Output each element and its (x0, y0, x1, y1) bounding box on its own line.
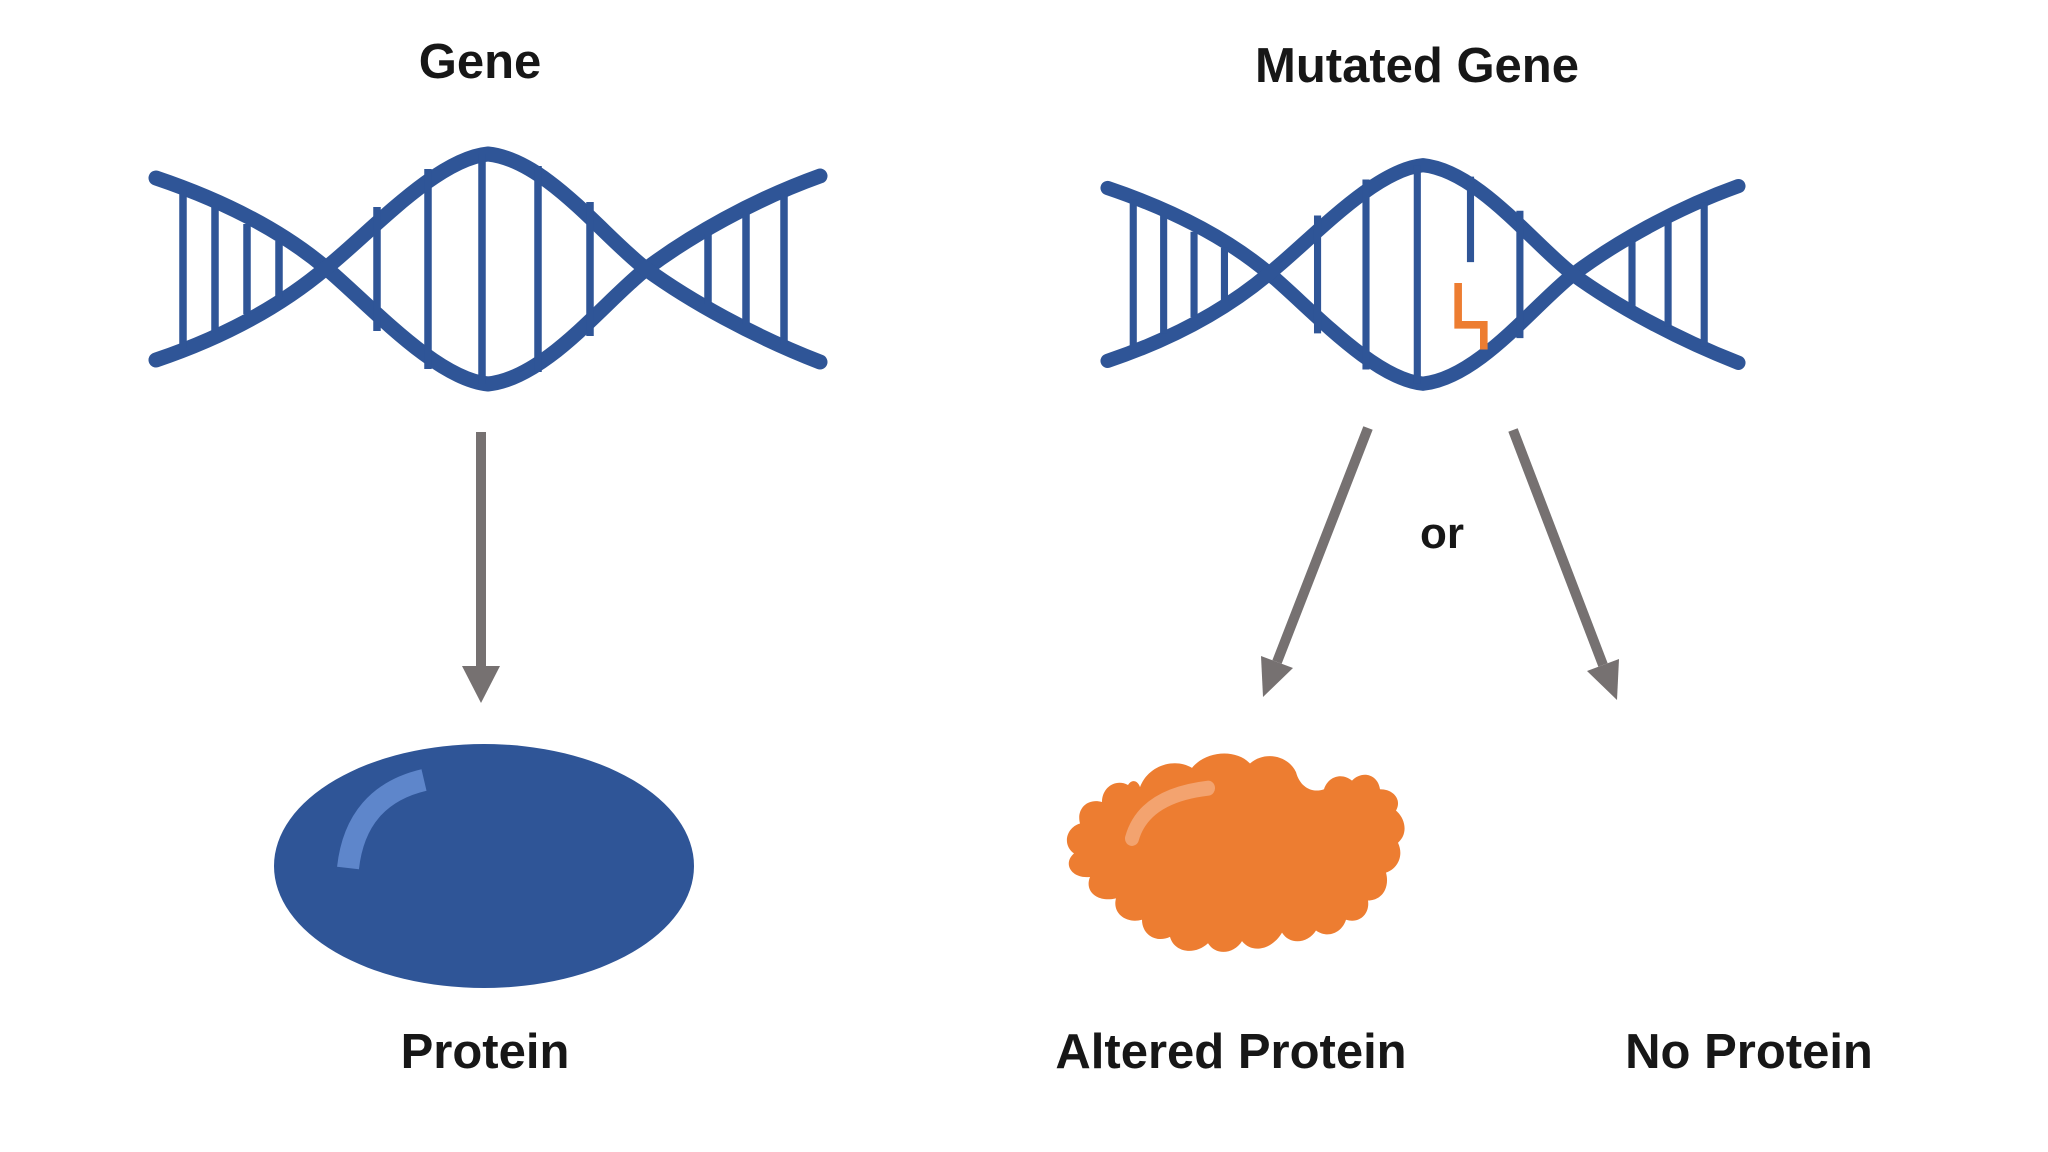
diagonal-arrow-left-icon (1261, 426, 1373, 697)
protein-label: Protein (400, 1025, 570, 1079)
down-arrow-icon (462, 432, 500, 703)
protein-ellipse-icon (274, 744, 694, 988)
altered-protein-label: Altered Protein (1055, 1025, 1407, 1079)
mutated-gene-title: Mutated Gene (1255, 39, 1579, 93)
no-protein-label: No Protein (1625, 1025, 1873, 1079)
dna-helix-icon (148, 146, 828, 392)
altered-protein-highlight (1125, 780, 1215, 846)
mutation-mark-icon (1454, 283, 1488, 350)
protein-highlight (337, 769, 427, 870)
or-label: or (1420, 509, 1464, 558)
gene-title: Gene (418, 35, 542, 89)
diagonal-arrow-right-icon (1508, 428, 1619, 700)
dna-rungs (1129, 165, 1708, 384)
altered-protein-blob-icon (1066, 753, 1405, 952)
dna-helix-mutated-icon (1100, 158, 1746, 391)
dna-rungs (179, 154, 788, 384)
